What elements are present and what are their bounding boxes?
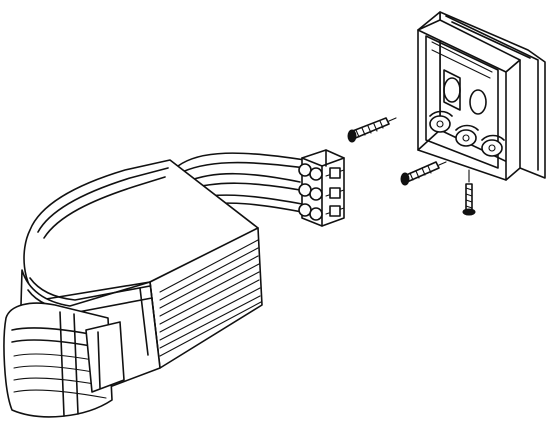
terminal-block [298,149,345,227]
wall-mounting-bracket [417,11,546,181]
screw [347,117,397,143]
screw [462,169,476,216]
pir-sensor-lens [3,302,125,418]
screw [400,161,447,186]
